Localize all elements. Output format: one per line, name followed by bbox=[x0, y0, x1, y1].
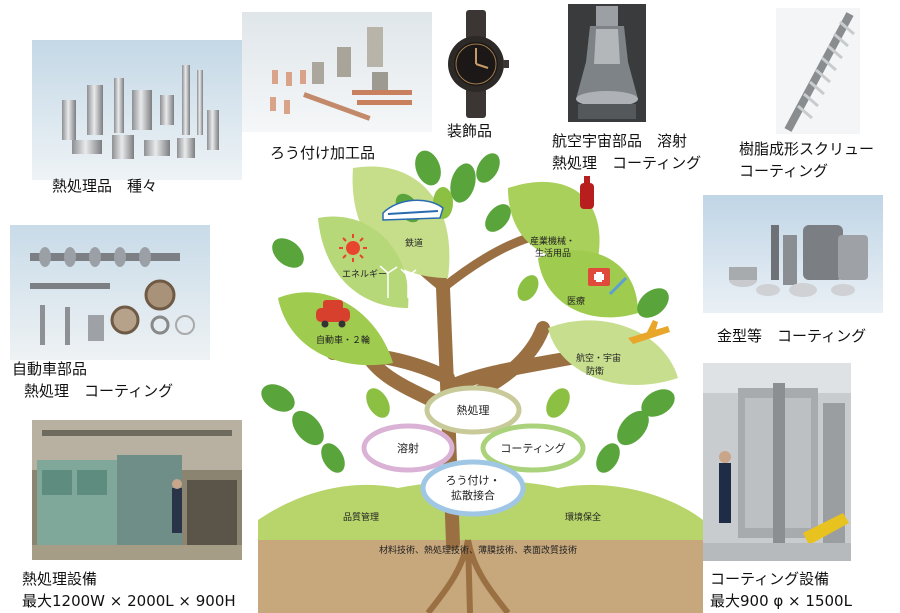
leaf-energy bbox=[318, 216, 409, 308]
leaf-label-energy: エネルギー bbox=[342, 269, 387, 280]
core-heat-treatment bbox=[424, 385, 522, 435]
wind-turbine-icon bbox=[379, 265, 417, 298]
mold-parts-photo bbox=[703, 195, 883, 313]
mold-caption: 金型等 コーティング bbox=[717, 327, 867, 345]
core-label-braze-2: 拡散接合 bbox=[451, 488, 495, 502]
leaf-label-industrial-1: 産業機械・ bbox=[530, 235, 575, 247]
leaf-label-industrial-2: 生活用品 bbox=[535, 247, 571, 259]
leaf-label-aero-1: 航空・宇宙 bbox=[576, 352, 621, 364]
core-label-coating: コーティング bbox=[500, 441, 565, 455]
ground-label-quality: 品質管理 bbox=[343, 511, 379, 523]
coating-equipment-caption-line1: コーティング設備 bbox=[710, 570, 830, 588]
train-icon bbox=[382, 199, 444, 221]
core-coating bbox=[480, 423, 586, 473]
watch-photo bbox=[440, 8, 512, 120]
core-brazing bbox=[420, 459, 526, 517]
coating-equipment-caption-line2: 最大900 φ × 1500L bbox=[710, 592, 852, 610]
leaf-label-aero-2: 防衛 bbox=[586, 365, 604, 377]
aerospace-parts-photo bbox=[568, 4, 646, 122]
leaf-auto bbox=[278, 292, 393, 366]
leaf-label-auto: 自動車・２輪 bbox=[316, 334, 370, 346]
core-label-spray: 溶射 bbox=[397, 441, 419, 455]
heat-treatment-equipment-photo bbox=[32, 420, 242, 560]
trunk bbox=[326, 281, 625, 550]
resin-screw-photo bbox=[776, 8, 860, 134]
heat-treated-parts-photo bbox=[32, 40, 242, 180]
car-icon bbox=[316, 300, 350, 328]
brazed-parts-photo bbox=[242, 12, 432, 132]
ground-label-tech: 材料技術、熱処理技術、薄膜技術、表面改質技術 bbox=[379, 544, 577, 556]
auto-parts-photo bbox=[10, 225, 210, 360]
coating-equipment-photo bbox=[703, 363, 851, 561]
medical-icon bbox=[588, 268, 628, 296]
leaf-industrial bbox=[508, 181, 600, 261]
roots bbox=[425, 539, 511, 613]
brazed-parts-caption: ろう付け加工品 bbox=[270, 144, 376, 162]
ornament-caption: 装飾品 bbox=[447, 122, 493, 140]
ground-label-environment: 環境保全 bbox=[565, 511, 601, 523]
leaf-label-medical: 医療 bbox=[567, 295, 585, 307]
resin-screw-caption-line1: 樹脂成形スクリュー bbox=[739, 140, 875, 158]
resin-screw-caption-line2: コーティング bbox=[739, 162, 829, 180]
auto-parts-caption-line2: 熱処理 コーティング bbox=[24, 382, 174, 400]
heat-treatment-equipment-caption-line1: 熱処理設備 bbox=[22, 570, 98, 588]
leaf-railway bbox=[352, 166, 450, 278]
sun-icon bbox=[339, 234, 367, 262]
airplane-icon bbox=[628, 320, 670, 344]
business-tree-diagram: 鉄道 産業機械・ 生活用品 エネルギー 医療 自動車・２輪 航空・宇宙 防衛 熱… bbox=[258, 148, 703, 613]
bottle-icon bbox=[580, 176, 594, 209]
leaf-label-railway: 鉄道 bbox=[405, 237, 423, 249]
heat-treated-parts-caption: 熱処理品 種々 bbox=[52, 177, 158, 195]
core-label-heat: 熱処理 bbox=[457, 404, 490, 417]
auto-parts-caption-line1: 自動車部品 bbox=[12, 360, 88, 378]
aerospace-caption-line2: 熱処理 コーティング bbox=[552, 154, 702, 172]
aerospace-caption-line1: 航空宇宙部品 溶射 bbox=[552, 132, 688, 150]
core-label-braze-1: ろう付け・ bbox=[446, 474, 501, 487]
heat-treatment-equipment-caption-line2: 最大1200W × 2000L × 900H bbox=[22, 592, 236, 610]
core-thermal-spray bbox=[361, 423, 455, 473]
